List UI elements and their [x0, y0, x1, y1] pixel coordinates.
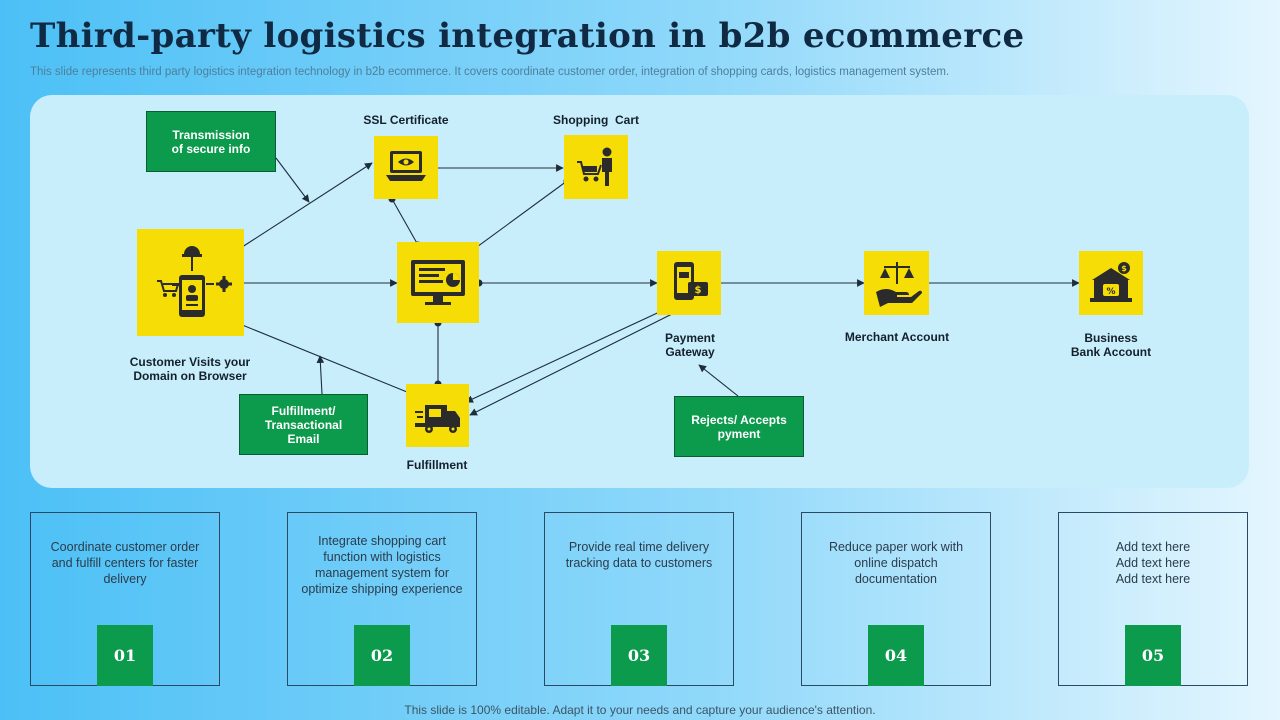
payment-gateway-node: $ [657, 251, 721, 315]
step-card-text: Add text here Add text here Add text her… [1115, 540, 1191, 586]
connector-hub-to-cart [465, 180, 568, 256]
connector-payment-to-fulfillment-b [469, 311, 677, 416]
page-title: Third-party logistics integration in b2b… [30, 16, 1025, 56]
mobile-payment-icon: $ [674, 262, 708, 300]
merchant-account-node [864, 251, 929, 315]
step-card-number: 05 [1125, 625, 1181, 686]
dashboard-hub-node [397, 242, 479, 323]
footer-note: This slide is 100% editable. Adapt it to… [404, 703, 876, 717]
ssl-certificate-node [374, 136, 438, 199]
connector-transmission-note [275, 157, 310, 203]
customer-browser-node [137, 229, 244, 336]
connector-email-note [316, 355, 325, 395]
step-card-04: Reduce paper work with online dispatch d… [801, 512, 991, 686]
step-card-number: 02 [354, 625, 410, 686]
bank-account-node: % $ [1079, 251, 1143, 315]
dashboard-monitor-icon [411, 259, 465, 305]
step-card-number: 04 [868, 625, 924, 686]
customer-browser-label: Customer Visits your Domain on Browser [129, 355, 251, 383]
step-card-03: Provide real time delivery tracking data… [544, 512, 734, 686]
connector-rejects-note [698, 364, 739, 397]
shopping-cart-label: Shopping Cart [553, 113, 639, 127]
connector-payment-to-fulfillment-a [465, 307, 669, 403]
connector-customer-to-ssl [235, 162, 373, 252]
laptop-eye-icon [386, 150, 426, 181]
shopping-cart-person-icon [577, 147, 612, 186]
step-card-text: Provide real time delivery tracking data… [565, 540, 713, 570]
merchant-account-label: Merchant Account [844, 330, 950, 344]
svg-text:%: % [1106, 287, 1115, 297]
payment-gateway-label: Payment Gateway [664, 331, 716, 359]
fulfillment-node [406, 384, 469, 447]
step-card-text: Integrate shopping cart function with lo… [301, 534, 463, 596]
delivery-truck-icon [414, 404, 460, 433]
step-card-number: 03 [611, 625, 667, 686]
step-card-01: Coordinate customer order and fulfill ce… [30, 512, 220, 686]
transmission-note: Transmission of secure info [146, 111, 276, 172]
bank-account-label: Business Bank Account [1070, 331, 1152, 359]
step-card-05: Add text here Add text here Add text her… [1058, 512, 1248, 686]
fulfillment-label: Fulfillment [406, 458, 468, 472]
connector-ssl-to-hub [391, 198, 419, 246]
scale-hand-icon [875, 262, 922, 307]
step-card-number: 01 [97, 625, 153, 686]
customer-browser-icon [156, 245, 232, 317]
step-card-text: Reduce paper work with online dispatch d… [828, 540, 964, 586]
svg-text:$: $ [1121, 264, 1127, 273]
page-subtitle: This slide represents third party logist… [30, 66, 950, 78]
shopping-cart-node [564, 135, 628, 199]
bank-icon: % $ [1090, 262, 1132, 302]
ssl-certificate-label: SSL Certificate [363, 113, 449, 127]
email-note: Fulfillment/ Transactional Email [239, 394, 368, 455]
step-card-text: Coordinate customer order and fulfill ce… [50, 540, 200, 586]
rejects-accepts-note: Rejects/ Accepts pyment [674, 396, 804, 457]
step-card-02: Integrate shopping cart function with lo… [287, 512, 477, 686]
svg-text:$: $ [695, 285, 702, 296]
